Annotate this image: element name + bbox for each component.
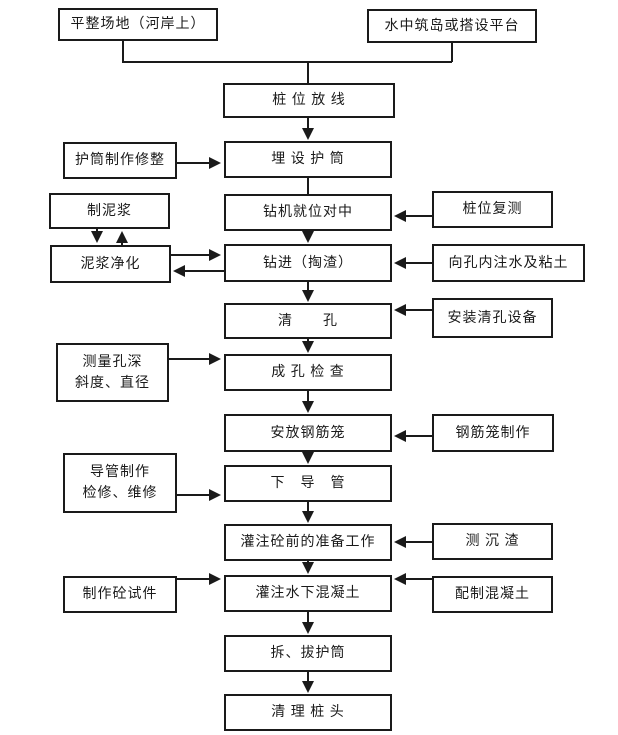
node-mix-concrete: 配制混凝土: [432, 576, 553, 613]
node-pour-prep: 灌注砼前的准备工作: [224, 524, 392, 561]
node-hole-clean: 清 孔: [224, 303, 392, 339]
node-pile-recheck: 桩位复测: [432, 191, 553, 228]
node-clean-equip: 安装清孔设备: [432, 298, 553, 338]
node-casing-embed: 埋 设 护 筒: [224, 141, 392, 178]
node-rig-position: 钻机就位对中: [224, 194, 392, 231]
node-cage-make: 钢筋笼制作: [432, 414, 554, 452]
node-measure-depth: 测量孔深 斜度、直径: [56, 343, 169, 402]
node-site-prep: 平整场地（河岸上）: [58, 8, 218, 41]
node-pour-concrete: 灌注水下混凝土: [224, 575, 392, 612]
node-tremie-make: 导管制作 检修、维修: [63, 453, 177, 513]
node-mud-make: 制泥浆: [49, 193, 170, 229]
node-tremie-lower: 下 导 管: [224, 465, 392, 502]
node-cage-place: 安放钢筋笼: [224, 414, 392, 452]
node-layout-pile: 桩 位 放 线: [223, 83, 395, 118]
node-drilling: 钻进（掏渣）: [224, 244, 392, 282]
node-casing-remove: 拆、拔护筒: [224, 635, 392, 672]
connector-top-merge: [122, 40, 453, 194]
node-water-island: 水中筑岛或搭设平台: [367, 9, 537, 43]
node-sediment: 测 沉 渣: [432, 523, 553, 560]
node-mud-purify: 泥浆净化: [50, 245, 171, 283]
node-test-block: 制作砼试件: [63, 576, 177, 613]
node-hole-check: 成 孔 检 查: [224, 354, 392, 391]
node-water-clay: 向孔内注水及粘土: [432, 244, 585, 282]
node-head-clean: 清 理 桩 头: [224, 694, 392, 731]
node-casing-make: 护筒制作修整: [63, 142, 177, 179]
